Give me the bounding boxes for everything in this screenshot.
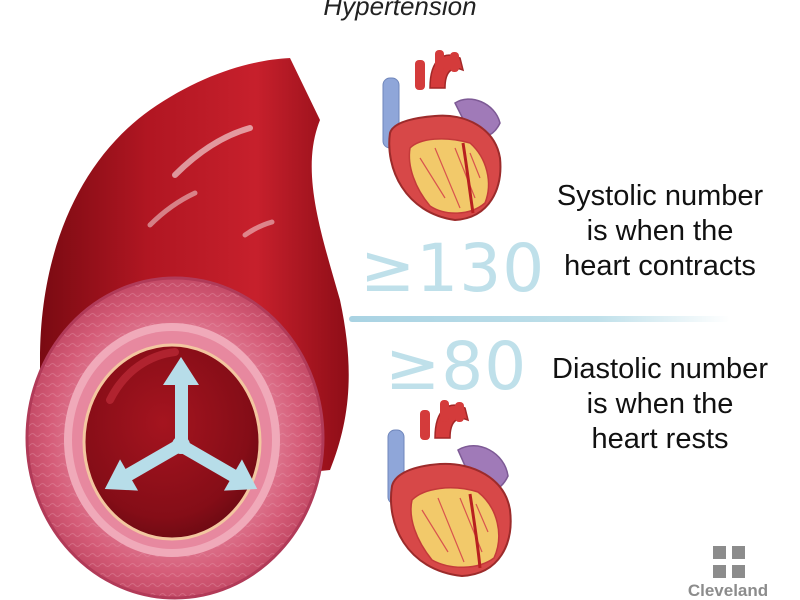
cleveland-logo: Cleveland (678, 546, 778, 600)
diastolic-description: Diastolic number is when the heart rests (535, 352, 785, 457)
divider-line (349, 316, 730, 322)
systolic-description-line: heart contracts (564, 250, 756, 282)
systolic-description-line: Systolic number (556, 180, 764, 212)
diastolic-value: ≥80 (385, 328, 528, 405)
pressure-arrows (104, 357, 258, 491)
artery-highlight (172, 125, 253, 178)
systolic-description: Systolic number is when the heart contra… (540, 179, 780, 284)
diastolic-description-line: is when the (586, 388, 734, 420)
cleveland-cross-icon (713, 546, 745, 578)
heart-contracting-icon (382, 50, 502, 222)
logo-name: Cleveland (687, 581, 769, 600)
heart-resting-icon (387, 400, 512, 578)
page-title: Hypertension (323, 0, 477, 21)
artery-lumen (82, 343, 262, 541)
diastolic-description-line: Diastolic number (552, 353, 768, 385)
systolic-description-line: is when the (586, 215, 734, 247)
systolic-value: ≥130 (360, 230, 546, 307)
diastolic-description-line: heart rests (591, 423, 729, 455)
